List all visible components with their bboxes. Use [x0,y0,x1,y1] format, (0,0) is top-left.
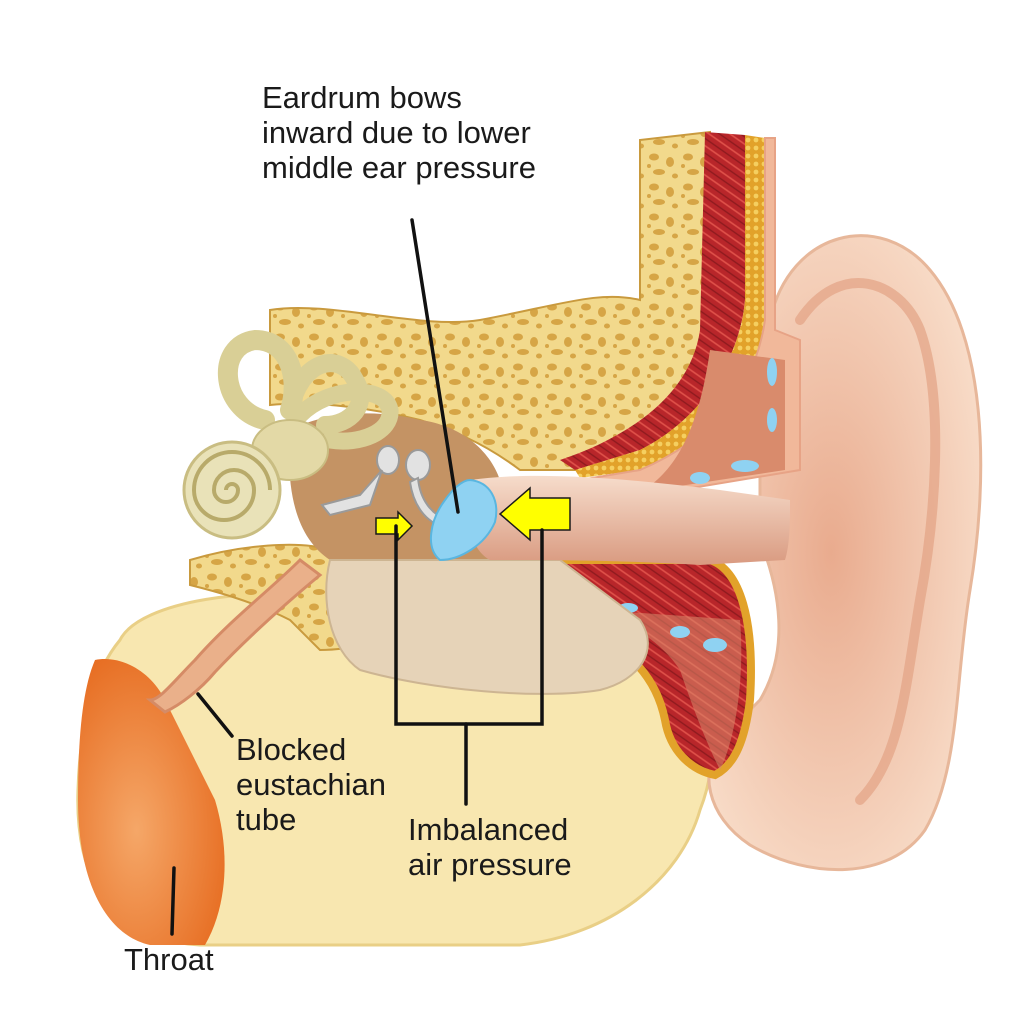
upper-dermis [640,350,785,492]
leader-lines [170,218,544,936]
sweat-gland-7 [703,638,727,652]
sweat-gland-2 [767,408,777,432]
blocked-tube-label-line: tube [236,802,297,837]
temporal-bone-upper [269,130,712,471]
throat-label: Throat [124,942,214,977]
eardrum-leader [410,218,460,514]
sweat-gland-4 [690,472,710,484]
pressure-arrow-large [498,486,571,542]
air-pressure-label-line: air pressure [408,847,572,882]
blocked-tube-label-line: eustachian [236,767,386,802]
throat-region [78,659,225,945]
blocked-tube-label-line: Blocked [236,732,347,767]
upper-muscle-layer [560,132,745,470]
pressure-arrow-icon [375,510,414,542]
lower-dermis [600,610,742,770]
ear-helix-fold [795,278,941,805]
cochlea-icon [182,440,282,540]
throat-label-line: Throat [124,942,214,977]
sweat-gland-1 [767,358,777,386]
eardrum-label-line: Eardrum bows [262,80,462,115]
sweat-gland-6 [670,626,690,638]
semicircular-canals-icon [217,329,399,450]
eardrum-label-line: inward due to lower [262,115,531,150]
throat-leader [170,866,176,936]
middle-ear-cavity-floor [325,559,649,695]
eustachian-tube [145,558,323,714]
air-pressure-bracket [394,524,544,726]
sweat-gland-3 [731,460,759,472]
tube-leader [196,692,234,738]
blocked-tube-label: Blocked eustachian tube [236,732,386,837]
eardrum-label: Eardrum bows inward due to lower middle … [262,80,536,185]
eardrum-icon [429,478,498,562]
eardrum-label-line: middle ear pressure [262,150,536,185]
air-pressure-label: Imbalanced air pressure [408,812,572,882]
air-pressure-label-line: Imbalanced [408,812,569,847]
